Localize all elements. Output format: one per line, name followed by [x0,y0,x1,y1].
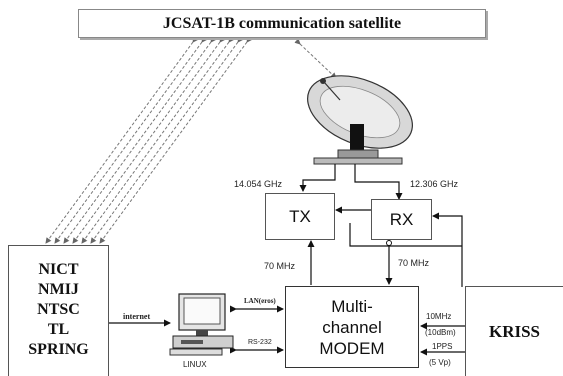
station-tl: TL [47,321,70,338]
modem-box: Multi- channel MODEM [285,286,419,368]
left-station-box: NICT NMIJ NTSC TL SPRING [8,245,109,376]
rx-box: RX [371,199,432,240]
station-spring: SPRING [28,341,89,358]
modem-line-1: Multi- [331,296,373,316]
tx-label: TX [289,206,311,226]
modem-line-2: channel [322,317,382,337]
satellite-dish-icon [307,75,413,165]
linux-label: LINUX [183,360,207,369]
right-station-box: KRISS [465,286,563,376]
tx-box: TX [265,193,335,240]
station-nmij: NMIJ [38,281,79,298]
pps-level-label: (5 Vp) [429,358,451,367]
station-ntsc: NTSC [37,301,80,318]
tx-if-label: 70 MHz [264,261,296,271]
dish-uplink [294,38,337,79]
rx-if-label: 70 MHz [398,258,430,268]
rs232-label: RS-232 [248,339,272,346]
satellite-link-bundle [45,36,253,244]
satellite-label: JCSAT-1B communication satellite [162,14,402,32]
tx-frequency-label: 14.054 GHz [234,179,283,189]
satellite-box: JCSAT-1B communication satellite [78,9,486,38]
ref-freq-label: 10MHz [426,312,452,321]
modem-line-3: MODEM [319,338,385,358]
kriss-label: KRISS [488,321,541,341]
station-nict: NICT [38,261,79,278]
rx-frequency-label: 12.306 GHz [410,179,459,189]
computer-icon [169,293,234,356]
pps-label: 1PPS [432,342,453,351]
internet-label: internet [123,312,151,321]
rx-label: RX [389,209,414,229]
lan-label: LAN(eros) [244,297,276,305]
ref-level-label: (10dBm) [425,328,456,337]
